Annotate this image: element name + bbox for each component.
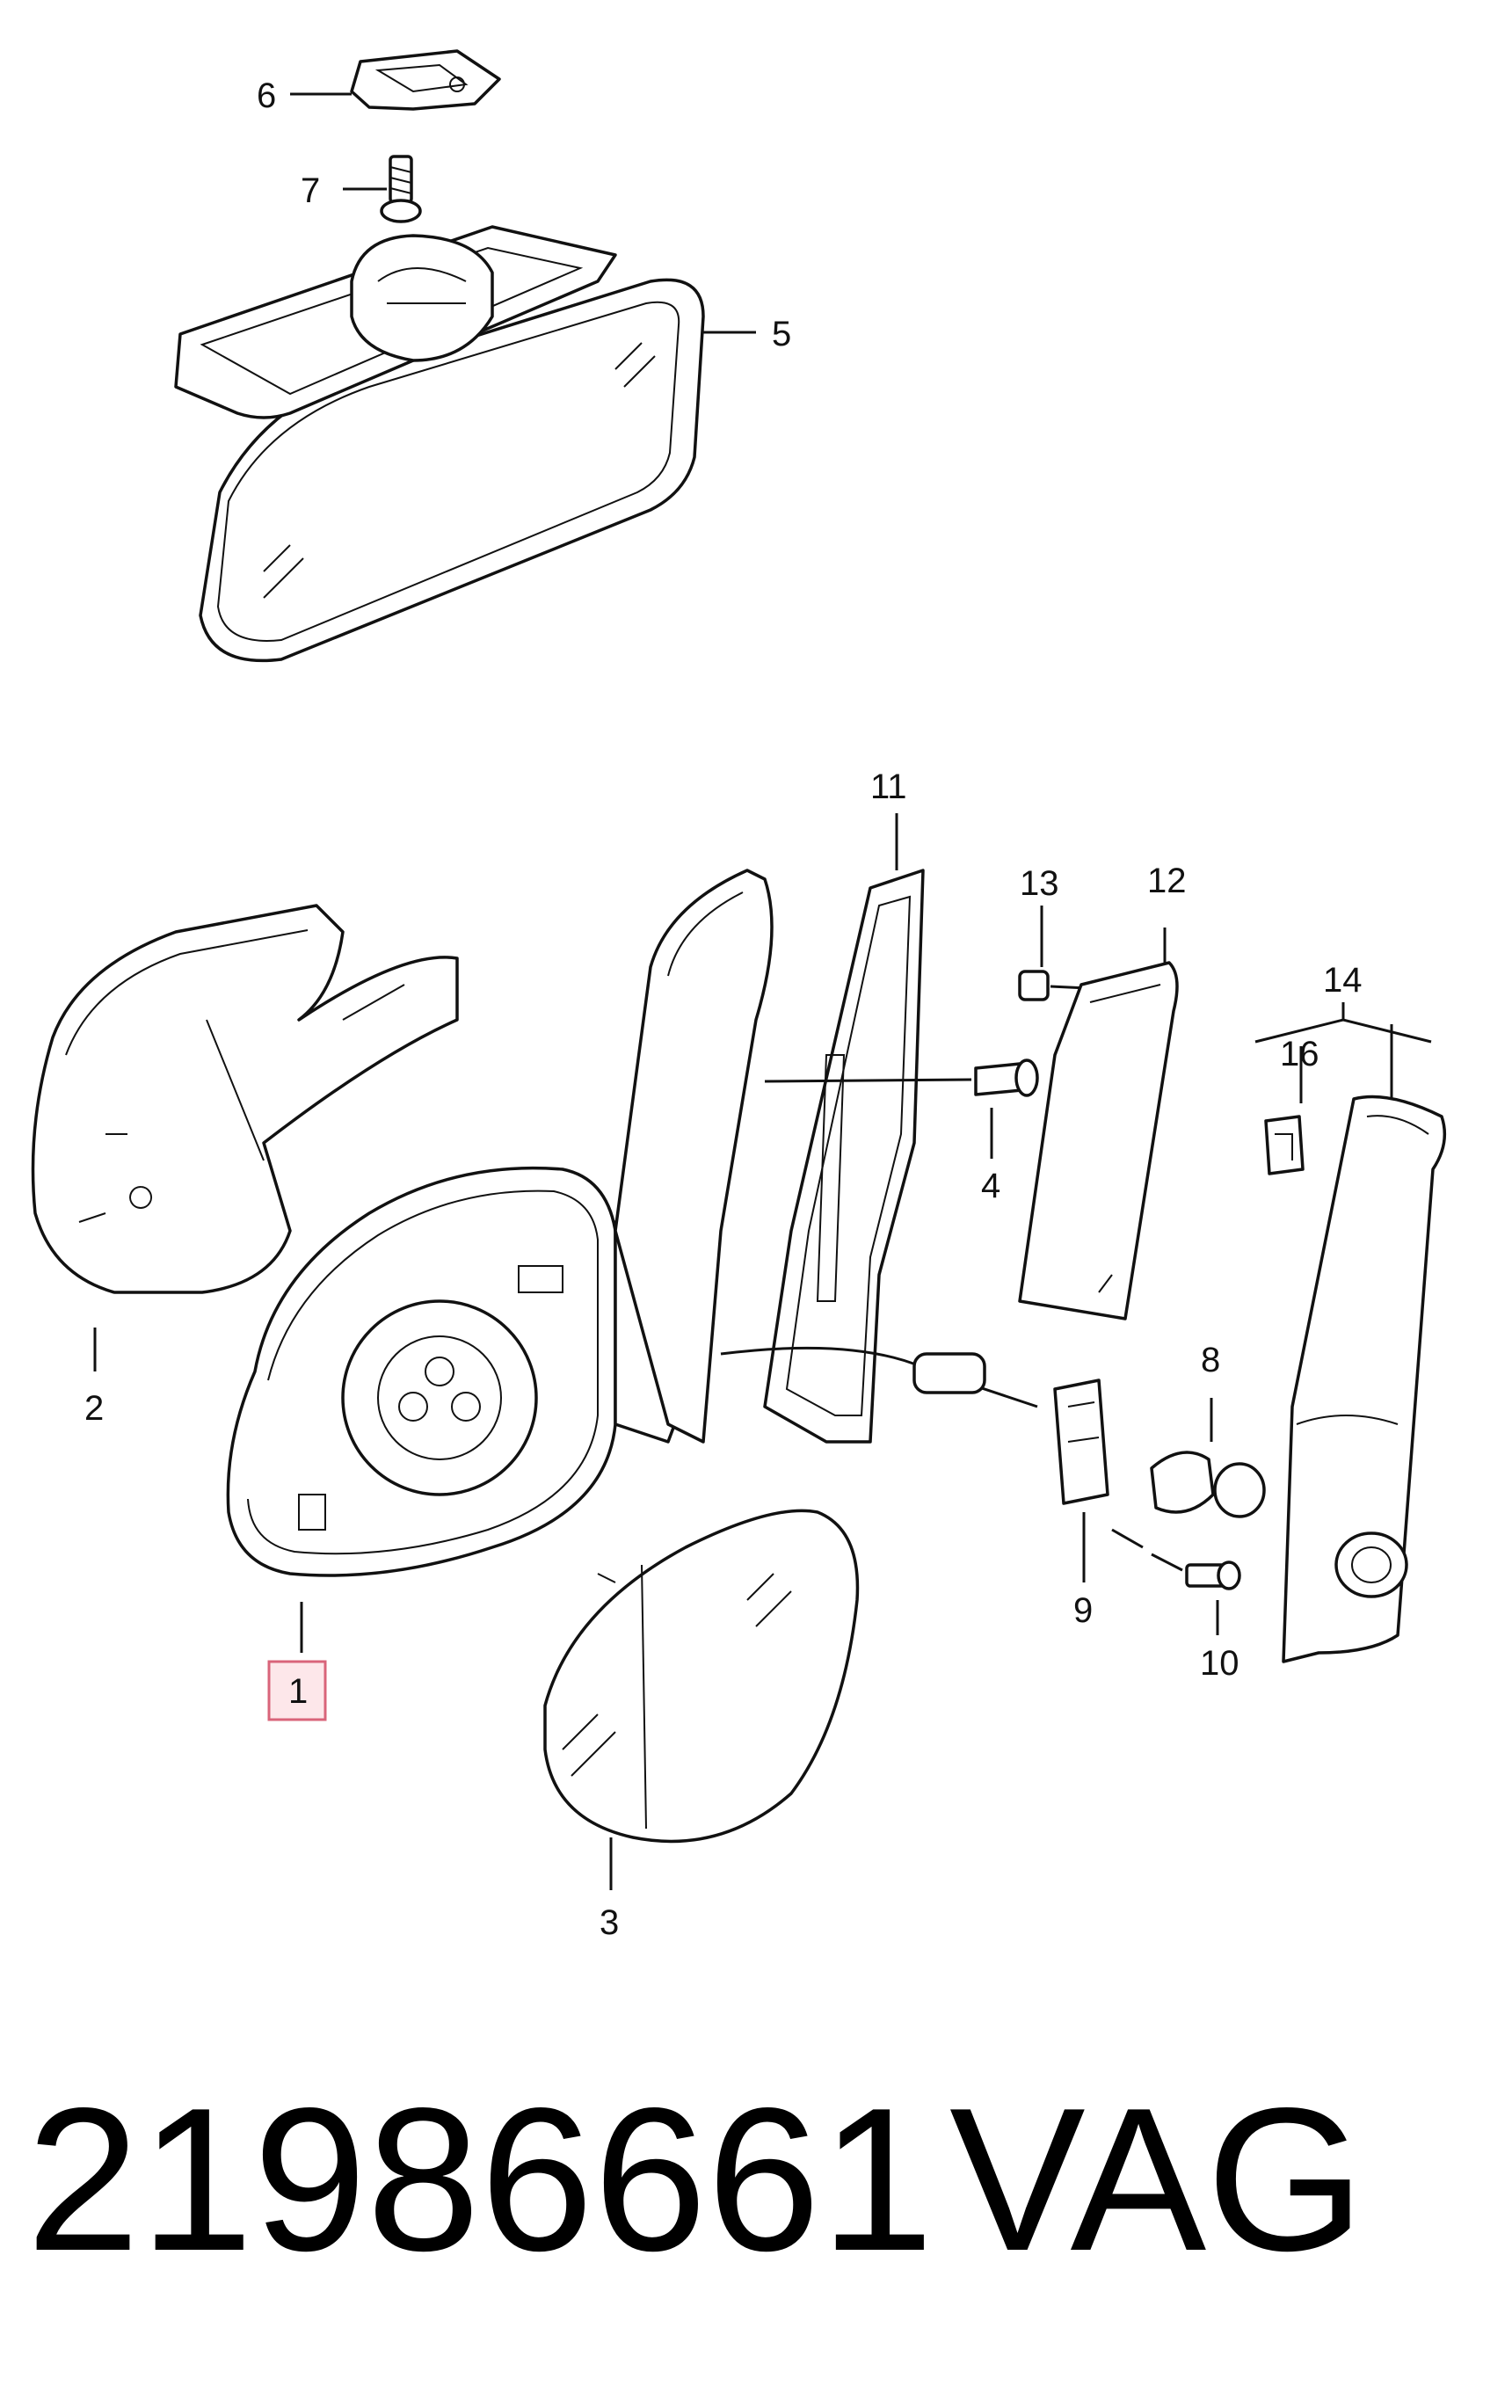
part-11-gasket	[763, 869, 925, 1444]
part-4-screw	[764, 1059, 1039, 1097]
mirror-base-arm	[614, 869, 774, 1444]
footer-caption: 21986661 VAG	[26, 2048, 1486, 2312]
part-16-clip	[1264, 1115, 1305, 1175]
callout-5[interactable]: 5	[772, 315, 791, 353]
part-10-screw	[1111, 1528, 1241, 1590]
callout-16[interactable]: 16	[1280, 1035, 1319, 1073]
callout-9[interactable]: 9	[1073, 1591, 1093, 1630]
callout-11[interactable]: 11	[870, 768, 907, 806]
callout-1[interactable]: 1	[288, 1672, 308, 1711]
callout-4[interactable]: 4	[981, 1167, 1000, 1205]
brand-name: VAG	[949, 2066, 1365, 2294]
callout-14[interactable]: 14	[1323, 961, 1363, 1000]
callout-2[interactable]: 2	[84, 1389, 104, 1428]
wiring-harness	[720, 1346, 1038, 1408]
callout-13[interactable]: 13	[1020, 864, 1059, 903]
callout-1-highlight	[267, 1660, 327, 1721]
part-9-connector-bracket	[1053, 1379, 1109, 1505]
leader-lines	[93, 92, 1432, 1890]
part-3-mirror-glass	[543, 1509, 860, 1844]
part-2-housing-cover	[31, 904, 459, 1294]
callout-3[interactable]: 3	[600, 1903, 619, 1942]
callout-8[interactable]: 8	[1201, 1341, 1220, 1379]
part-14-door-trim	[1282, 1095, 1447, 1663]
callout-10[interactable]: 10	[1200, 1644, 1239, 1683]
part-12-trim-strip	[1018, 961, 1179, 1320]
callout-7[interactable]: 7	[301, 171, 320, 210]
part-8-bulb	[1150, 1451, 1266, 1518]
part-6-mounting-plate	[350, 49, 501, 111]
part-7-screw	[380, 155, 422, 223]
part-number: 21986661	[26, 2066, 934, 2294]
callout-12[interactable]: 12	[1147, 862, 1187, 900]
callout-labels: 6 7 5 11 13 12 14 16 4 2 8 9 10 1 3	[84, 76, 1363, 1942]
callout-6[interactable]: 6	[257, 76, 276, 115]
part-5-interior-mirror	[174, 225, 705, 663]
